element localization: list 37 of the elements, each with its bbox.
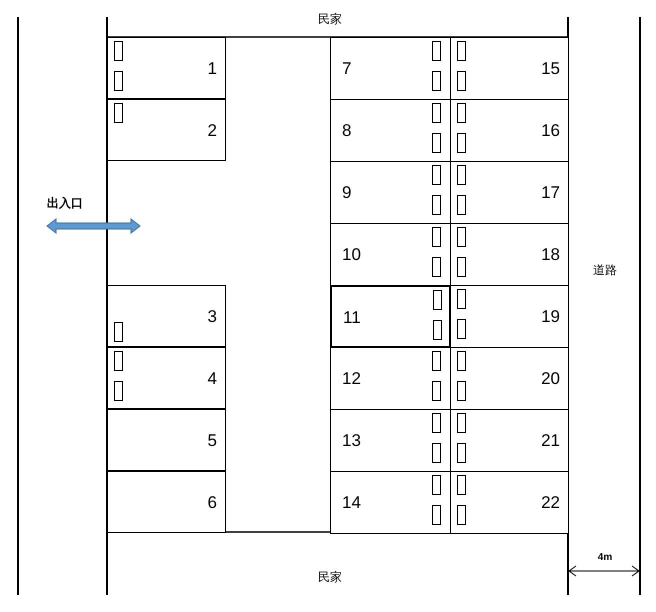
space-number: 13	[342, 431, 361, 451]
space-number: 4	[208, 369, 217, 389]
parking-space	[107, 37, 226, 99]
space-number: 17	[541, 183, 560, 203]
parking-space	[330, 37, 451, 100]
space-number: 14	[342, 493, 361, 513]
parking-space	[107, 347, 226, 409]
space-number: 21	[541, 431, 560, 451]
house-label: 民家	[318, 12, 342, 26]
space-number: 9	[342, 183, 352, 203]
space-number: 10	[342, 245, 361, 265]
space-number: 5	[208, 431, 217, 451]
space-number: 22	[541, 493, 560, 513]
space-number: 7	[342, 59, 352, 79]
space-number: 1	[208, 59, 217, 79]
parking-space	[450, 471, 569, 534]
parking-space	[107, 409, 226, 471]
parking-space	[450, 37, 569, 100]
space-number: 6	[208, 493, 217, 513]
space-number: 19	[541, 307, 560, 327]
space-number: 11	[343, 308, 361, 328]
parking-space	[107, 99, 226, 161]
parking-space	[330, 471, 451, 534]
space-number: 3	[208, 307, 217, 327]
space-number: 8	[342, 121, 352, 141]
entrance-label: 出入口	[47, 196, 83, 210]
space-number: 18	[541, 245, 560, 265]
space-number: 15	[541, 59, 560, 79]
space-number: 12	[342, 369, 361, 389]
parking-space	[107, 471, 226, 533]
house-label: 民家	[318, 570, 342, 584]
parking-space	[330, 285, 451, 348]
road-label: 道路	[593, 263, 617, 277]
parking-space	[107, 285, 226, 347]
space-number: 2	[208, 121, 217, 141]
space-number: 16	[541, 121, 560, 141]
space-number: 20	[541, 369, 560, 389]
